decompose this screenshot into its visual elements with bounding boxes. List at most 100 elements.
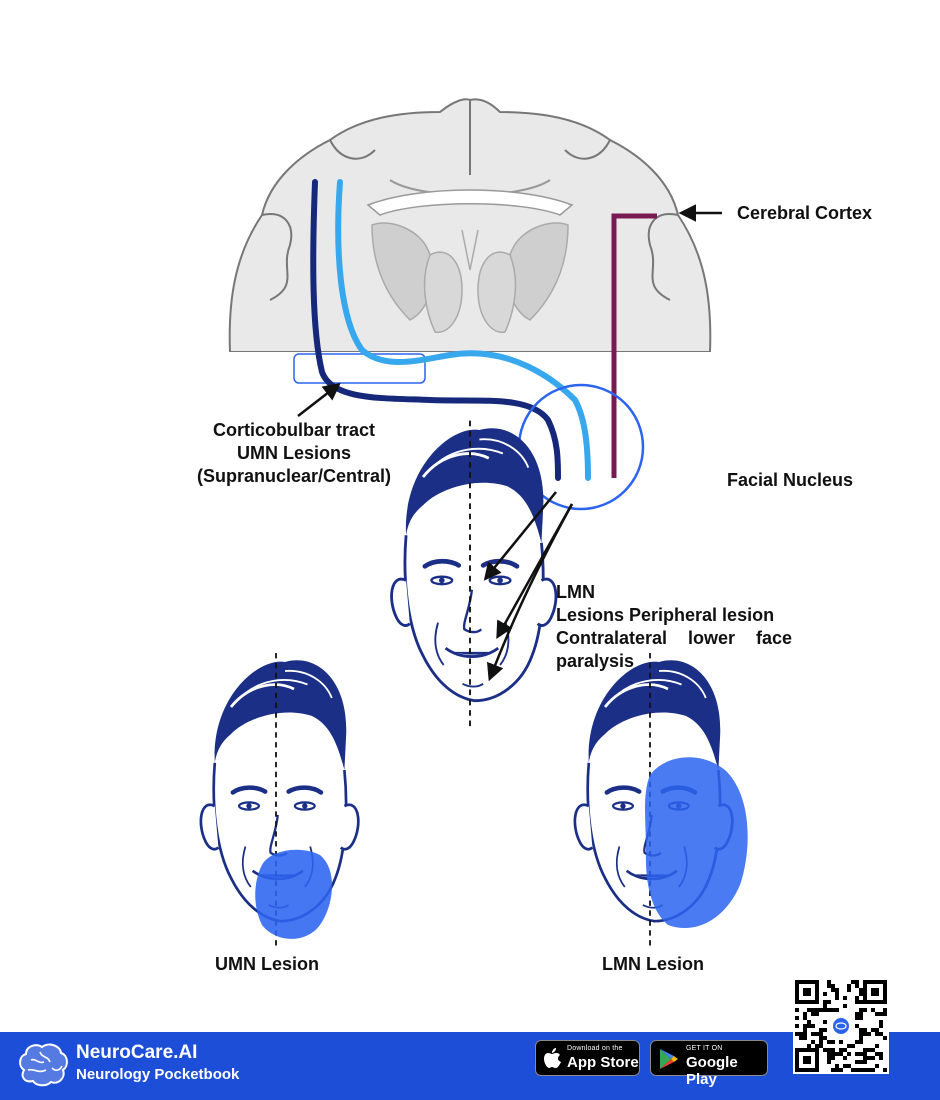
footer-bar: NeuroCare.AI Neurology Pocketbook Downlo…	[0, 1032, 940, 1100]
qr-module	[871, 1056, 875, 1060]
qr-module	[855, 1016, 859, 1020]
qr-module	[851, 1068, 855, 1072]
qr-module	[855, 980, 859, 984]
qr-module	[823, 1004, 827, 1008]
qr-module	[831, 1052, 835, 1056]
qr-module	[855, 1024, 859, 1028]
qr-module	[859, 992, 863, 996]
qr-module	[803, 1016, 807, 1020]
qr-module	[827, 980, 831, 984]
qr-module	[827, 1052, 831, 1056]
qr-module	[807, 1008, 811, 1012]
qr-module	[863, 1060, 867, 1064]
brand-name: NeuroCare.AI	[76, 1042, 198, 1063]
qr-module	[811, 1040, 815, 1044]
qr-module	[855, 996, 859, 1000]
qr-module	[863, 1028, 867, 1032]
qr-module	[855, 1012, 859, 1016]
qr-module	[819, 1044, 823, 1048]
qr-module	[831, 1056, 835, 1060]
qr-code-icon[interactable]	[793, 978, 889, 1074]
qr-module	[831, 1048, 835, 1052]
qr-module	[851, 1044, 855, 1048]
google-play-icon	[660, 1049, 678, 1069]
google-play-button[interactable]: GET IT ON Google Play	[650, 1040, 768, 1088]
app-store-big-text: App Store	[567, 1054, 639, 1071]
qr-module	[803, 1024, 807, 1028]
qr-module	[835, 1052, 839, 1056]
lmn-line1: LMN	[556, 582, 595, 602]
qr-module	[879, 1032, 883, 1036]
qr-module	[863, 1048, 867, 1052]
google-play-small-text: GET IT ON	[686, 1045, 723, 1052]
qr-module	[819, 1008, 823, 1012]
qr-module	[803, 1032, 807, 1036]
qr-module	[883, 1068, 887, 1072]
qr-module	[795, 1024, 799, 1028]
corticobulbar-line2: UMN Lesions	[236, 443, 351, 463]
qr-module	[843, 1064, 847, 1068]
qr-module	[819, 1032, 823, 1036]
qr-module	[799, 1036, 803, 1040]
apple-icon	[544, 1048, 561, 1068]
google-play-big-text: Google Play	[686, 1054, 738, 1088]
qr-module	[823, 992, 827, 996]
light-corticobulbar-tract	[335, 179, 591, 481]
lmn-line3-word1: Contralateral	[556, 628, 668, 648]
qr-module	[875, 1052, 879, 1056]
app-store-button[interactable]: Download on the App Store	[535, 1040, 640, 1076]
qr-module	[827, 1000, 831, 1004]
qr-module	[867, 1032, 871, 1036]
umn-lesion-highlight	[255, 849, 333, 939]
qr-module	[883, 1008, 887, 1012]
qr-module	[859, 1036, 863, 1040]
qr-module	[839, 1052, 843, 1056]
qr-module	[879, 1012, 883, 1016]
qr-module	[843, 996, 847, 1000]
qr-module	[795, 1016, 799, 1020]
corticobulbar-arrow	[297, 382, 341, 417]
facial-nucleus-label: Facial Nucleus	[727, 470, 854, 490]
qr-module	[831, 988, 835, 992]
lmn-line3-word2: lower	[688, 628, 736, 648]
qr-module	[867, 1068, 871, 1072]
qr-module	[859, 1008, 863, 1012]
qr-module	[843, 1004, 847, 1008]
qr-module	[863, 1052, 867, 1056]
qr-module	[855, 1040, 859, 1044]
qr-module	[875, 1044, 879, 1048]
qr-module	[795, 1032, 799, 1036]
qr-module	[875, 1032, 879, 1036]
qr-module	[867, 1056, 871, 1060]
brain-coronal-section	[228, 98, 712, 353]
qr-module	[883, 1036, 887, 1040]
qr-module	[823, 1036, 827, 1040]
qr-module	[819, 1028, 823, 1032]
umn-lesion-label: UMN Lesion	[215, 954, 320, 974]
qr-module	[827, 1060, 831, 1064]
brand-tagline: Neurology Pocketbook	[76, 1066, 240, 1083]
qr-module	[803, 1036, 807, 1040]
qr-module	[863, 1056, 867, 1060]
qr-module	[815, 1032, 819, 1036]
lower-face-arrow	[487, 503, 574, 682]
qr-module	[855, 984, 859, 988]
qr-module	[859, 1052, 863, 1056]
qr-module	[859, 1032, 863, 1036]
qr-module	[831, 1068, 835, 1072]
lmn-line3-word3: face	[755, 628, 792, 648]
qr-module	[795, 1008, 799, 1012]
upper-face-arrow	[483, 491, 557, 581]
lmn-line2: Lesions Peripheral lesion	[556, 605, 775, 625]
qr-module	[827, 1040, 831, 1044]
qr-module	[827, 1008, 831, 1012]
qr-module	[819, 1036, 823, 1040]
qr-module	[859, 1040, 863, 1044]
qr-module	[815, 1008, 819, 1012]
qr-module	[819, 1040, 823, 1044]
qr-module	[831, 984, 835, 988]
qr-module	[827, 1048, 831, 1052]
cerebral-cortex-label: Cerebral Cortex	[737, 203, 873, 223]
lmn-lesion-label: LMN Lesion	[602, 954, 704, 974]
